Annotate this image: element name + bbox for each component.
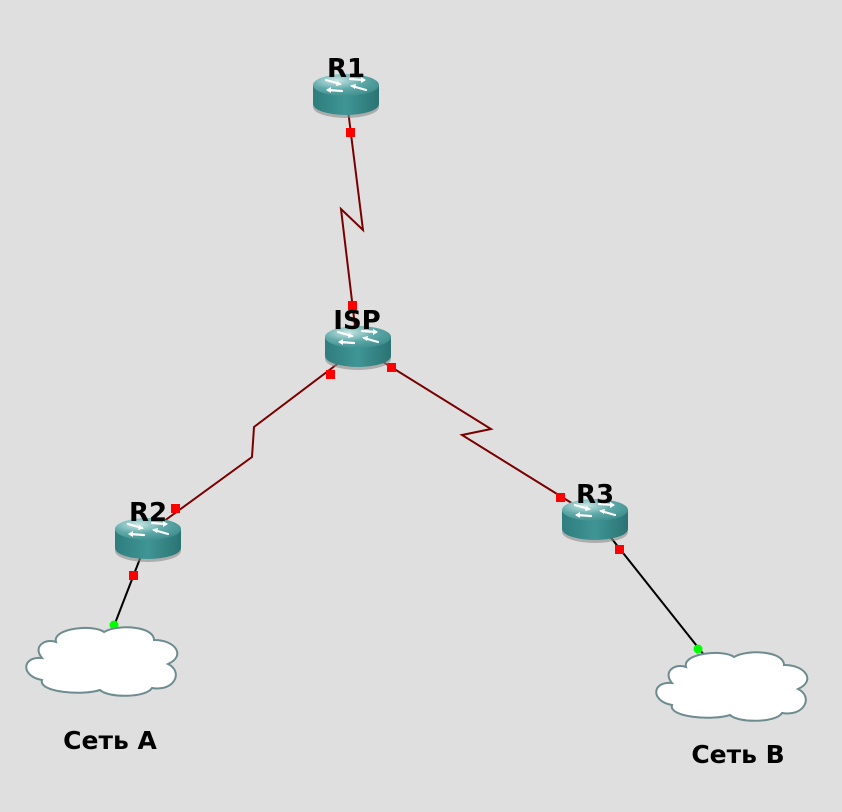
serial-link-r1-isp[interactable]	[339, 109, 365, 327]
port-indicator-r2-serial	[171, 504, 180, 513]
serial-link-isp-r3[interactable]	[374, 356, 579, 508]
ethernet-link-r2-net-a[interactable]	[113, 555, 142, 627]
router-r1-label: R1	[327, 54, 365, 84]
port-indicator-r1-serial	[346, 128, 355, 137]
port-indicator-r3-serial	[556, 493, 565, 502]
router-r1[interactable]: R1	[311, 54, 381, 120]
router-r2[interactable]: R2	[113, 498, 183, 564]
router-r2-label: R2	[129, 498, 167, 528]
router-r3[interactable]: R3	[560, 480, 630, 545]
port-indicator-r3-ethernet	[615, 545, 624, 554]
cloud-icon	[655, 651, 809, 722]
cloud-net-b-label: Сеть В	[691, 740, 784, 769]
port-indicator-net-b	[693, 644, 703, 654]
cloud-icon	[25, 626, 179, 697]
router-isp-label: ISP	[333, 306, 380, 336]
port-indicator-isp-to-r1	[348, 301, 357, 310]
port-indicator-isp-to-r2	[326, 370, 335, 379]
cloud-net-a[interactable]	[25, 626, 179, 697]
cloud-net-b[interactable]	[655, 651, 809, 722]
router-r3-label: R3	[576, 480, 614, 510]
port-indicator-isp-to-r3	[387, 363, 396, 372]
cloud-net-a-label: Сеть А	[63, 726, 157, 755]
serial-link-isp-r2[interactable]	[159, 361, 341, 525]
ethernet-link-r3-net-b[interactable]	[607, 533, 709, 661]
router-isp[interactable]: ISP	[323, 306, 393, 372]
port-indicator-r2-ethernet	[129, 571, 138, 580]
